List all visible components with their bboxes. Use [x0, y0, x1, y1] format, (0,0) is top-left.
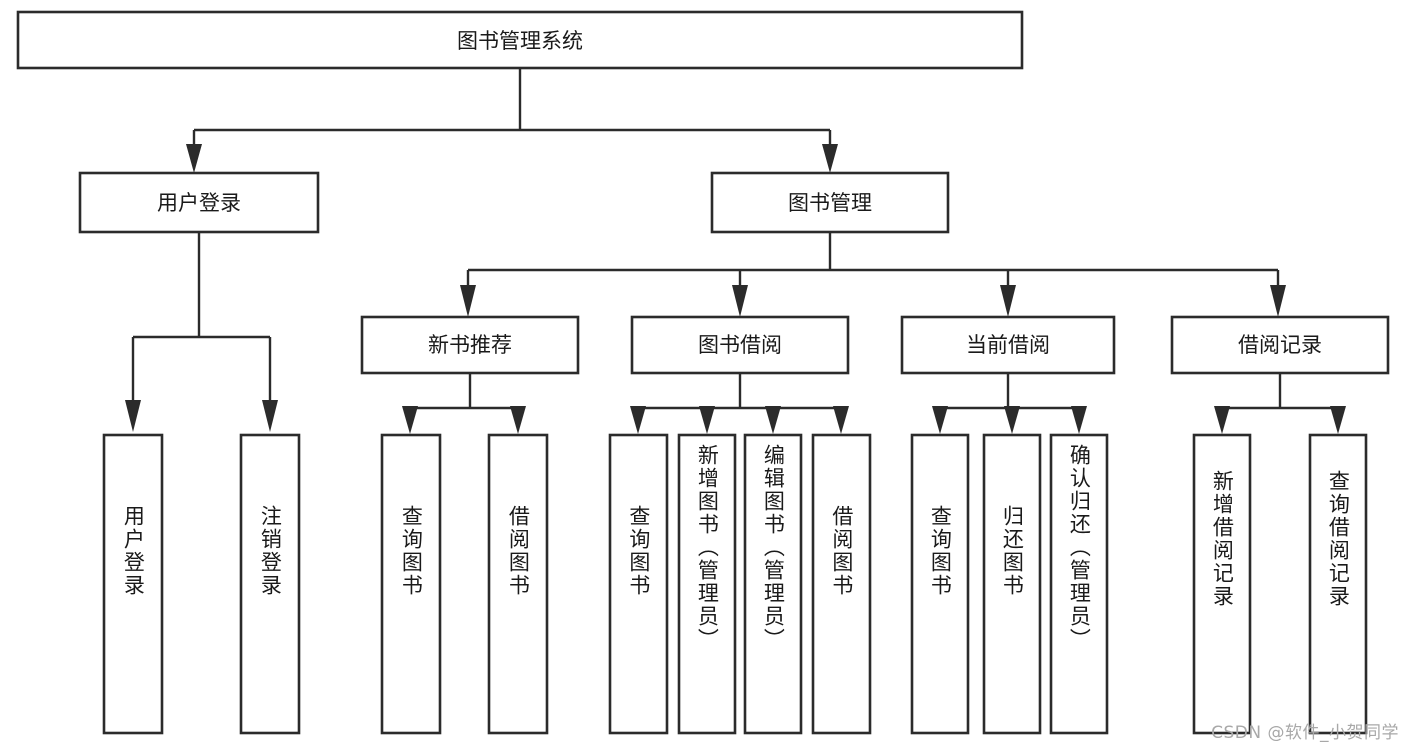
leaf-bb-add-book-box[interactable] [677, 433, 737, 735]
arrow-head-icon [460, 285, 476, 317]
leaf-logout-box[interactable] [239, 433, 301, 735]
leaf-br-query-record-box[interactable] [1308, 433, 1368, 735]
node-book-borrow-label: 图书借阅 [698, 333, 782, 357]
leaf-cb-query-book-box[interactable] [910, 433, 970, 735]
leaf-user-login-box[interactable] [102, 433, 164, 735]
arrow-head-icon [1270, 285, 1286, 317]
arrow-head-icon [1004, 406, 1020, 434]
arrow-head-icon [822, 144, 838, 173]
node-user-login-label: 用户登录 [157, 191, 241, 215]
node-book-borrow-box[interactable] [630, 315, 850, 375]
arrow-head-icon [699, 406, 715, 434]
arrow-head-icon [402, 406, 418, 434]
node-book-manage-box[interactable] [710, 171, 950, 234]
node-root-label: 图书管理系统 [457, 29, 583, 53]
arrow-head-icon [1214, 406, 1230, 434]
leaf-bb-query-book-box[interactable] [608, 433, 669, 735]
leaf-cb-confirm-return-box[interactable] [1049, 433, 1109, 735]
node-borrow-record-box[interactable] [1170, 315, 1390, 375]
node-current-borrow-box[interactable] [900, 315, 1116, 375]
arrow-head-icon [932, 406, 948, 434]
node-book-manage-label: 图书管理 [788, 191, 872, 215]
arrow-head-icon [186, 144, 202, 173]
node-root-box[interactable] [16, 10, 1024, 70]
arrow-head-icon [1071, 406, 1087, 434]
leaf-bb-edit-book-box[interactable] [743, 433, 803, 735]
arrow-head-icon [510, 406, 526, 434]
arrow-head-icon [1330, 406, 1346, 434]
node-new-book-label: 新书推荐 [428, 333, 512, 357]
leaf-cb-return-book-box[interactable] [982, 433, 1042, 735]
arrow-head-icon [125, 400, 141, 432]
node-current-borrow-label: 当前借阅 [966, 333, 1050, 357]
arrow-head-icon [765, 406, 781, 434]
arrow-head-icon [262, 400, 278, 432]
leaf-bb-borrow-book-box[interactable] [811, 433, 872, 735]
leaf-nb-borrow-book-box[interactable] [487, 433, 549, 735]
watermark-text: CSDN @软件_小贺同学 [1211, 723, 1399, 743]
arrow-head-icon [732, 285, 748, 317]
node-new-book-box[interactable] [360, 315, 580, 375]
arrow-head-icon [1000, 285, 1016, 317]
node-borrow-record-label: 借阅记录 [1238, 333, 1322, 357]
arrow-head-icon [630, 406, 646, 434]
leaf-br-add-record-box[interactable] [1192, 433, 1252, 735]
arrow-head-icon [833, 406, 849, 434]
leaf-nb-query-book-box[interactable] [380, 433, 442, 735]
